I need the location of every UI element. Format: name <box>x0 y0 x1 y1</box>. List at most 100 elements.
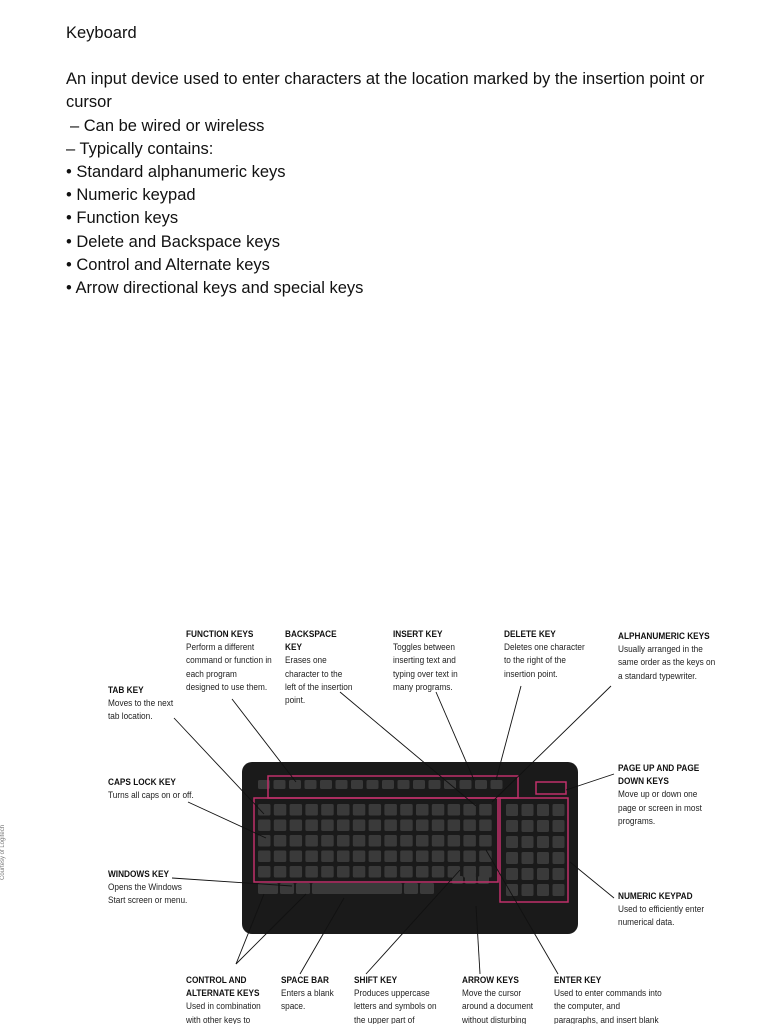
keyboard-key <box>521 868 534 880</box>
function-keys-callout: FUNCTION KEYS Perform a different comman… <box>186 629 272 693</box>
keyboard-key <box>304 780 317 789</box>
keyboard-key <box>479 866 492 878</box>
dash-item: – Typically contains: <box>66 139 214 158</box>
keyboard-key <box>537 852 549 864</box>
keyboard-key <box>479 850 492 862</box>
keyboard-key <box>506 868 518 880</box>
keyboard-key <box>321 804 334 816</box>
keyboard-key <box>289 804 303 816</box>
keyboard-key <box>490 780 503 789</box>
keyboard-key <box>416 866 429 878</box>
keyboard-key <box>431 850 445 862</box>
keyboard-key <box>537 804 549 816</box>
keyboard-key <box>506 836 518 848</box>
keyboard-key <box>400 819 413 831</box>
keyboard-key <box>352 866 366 878</box>
keyboard-key <box>416 804 429 816</box>
keyboard-key <box>428 780 441 789</box>
keyboard-key <box>506 820 518 832</box>
keyboard-key <box>258 883 278 894</box>
keyboard-key <box>416 835 429 847</box>
keyboard-key <box>459 780 472 789</box>
keyboard-key <box>258 804 271 816</box>
dash-item: – Can be wired or wireless <box>70 116 265 135</box>
keyboard-key <box>366 780 379 789</box>
enter-key-callout: ENTER KEY Used to enter commands into th… <box>554 975 662 1024</box>
image-credit: Courtesy of Logitech <box>0 824 6 880</box>
keyboard-key <box>273 780 286 789</box>
keyboard-key <box>400 835 413 847</box>
keyboard-key <box>431 866 445 878</box>
space-bar-callout: SPACE BAR Enters a blank space. <box>281 975 334 1013</box>
windows-key-callout: WINDOWS KEY Opens the Windows Start scre… <box>108 869 188 907</box>
keyboard-key <box>521 852 534 864</box>
keyboard-key <box>506 852 518 864</box>
keyboard-key <box>521 804 534 816</box>
keyboard-key <box>337 850 350 862</box>
keyboard-key <box>463 819 476 831</box>
keyboard-key <box>463 835 476 847</box>
keyboard-key <box>463 804 476 816</box>
document-text: Keyboard An input device used to enter c… <box>66 22 726 300</box>
keyboard-key <box>289 835 303 847</box>
keyboard-key <box>400 866 413 878</box>
keyboard-key <box>337 835 350 847</box>
keyboard-key <box>521 884 534 896</box>
keyboard-key <box>552 868 565 880</box>
keyboard-key <box>506 884 518 896</box>
control-alt-keys-callout: CONTROL AND ALTERNATE KEYS Used in combi… <box>186 975 261 1024</box>
caps-lock-key-callout: CAPS LOCK KEY Turns all caps on or off. <box>108 777 194 802</box>
keyboard-key <box>465 876 476 884</box>
keyboard-key <box>273 819 287 831</box>
keyboard-key <box>305 866 318 878</box>
keyboard-key <box>479 804 492 816</box>
keyboard-key <box>337 819 350 831</box>
keyboard-key <box>416 850 429 862</box>
keyboard-key <box>384 835 397 847</box>
keyboard-key <box>537 836 549 848</box>
intro-text: An input device used to enter characters… <box>66 70 705 112</box>
delete-key-callout: DELETE KEY Deletes one character to the … <box>504 629 585 680</box>
bullet-item: Arrow directional keys and special keys <box>66 277 726 300</box>
keyboard-key <box>521 820 534 832</box>
keyboard-key <box>506 804 518 816</box>
keyboard-key <box>351 780 363 789</box>
keyboard-key <box>552 836 565 848</box>
alphanumeric-keys-callout: ALPHANUMERIC KEYS Usually arranged in th… <box>618 631 716 682</box>
bullet-item: Control and Alternate keys <box>66 254 726 277</box>
keyboard-key <box>463 850 476 862</box>
keyboard-key <box>280 883 294 894</box>
bullet-item: Function keys <box>66 207 726 230</box>
page-keys-highlight <box>535 781 567 795</box>
keyboard-key <box>400 804 413 816</box>
keyboard-key <box>537 820 549 832</box>
keyboard-key <box>552 804 565 816</box>
keyboard-key <box>537 884 549 896</box>
callout-lines <box>171 685 615 975</box>
numeric-keypad-callout: NUMERIC KEYPAD Used to efficiently enter… <box>618 891 705 929</box>
page-keys-callout: PAGE UP AND PAGE DOWN KEYS Move up or do… <box>618 763 702 827</box>
keyboard-key <box>368 819 382 831</box>
keyboard-key <box>465 866 476 874</box>
keyboard-key <box>289 819 303 831</box>
keyboard-key <box>384 819 397 831</box>
keyboard-key <box>479 819 492 831</box>
keyboard-key <box>431 819 445 831</box>
keyboard-key <box>273 866 287 878</box>
keyboard-key <box>258 780 270 789</box>
key-grid <box>258 780 565 896</box>
keyboard-key <box>321 835 334 847</box>
keyboard-key <box>368 835 382 847</box>
keyboard-key <box>400 850 413 862</box>
keyboard-key <box>273 835 287 847</box>
keyboard-key <box>352 819 366 831</box>
keyboard-key <box>384 866 397 878</box>
keyboard-key <box>368 866 382 878</box>
keyboard-key <box>258 835 271 847</box>
keyboard-key <box>552 884 565 896</box>
keyboard-key <box>289 780 301 789</box>
keyboard-key <box>420 883 434 894</box>
keyboard-key <box>312 883 402 894</box>
keyboard-key <box>337 804 350 816</box>
backspace-key-callout: BACKSPACE KEY Erases one character to th… <box>285 629 353 707</box>
